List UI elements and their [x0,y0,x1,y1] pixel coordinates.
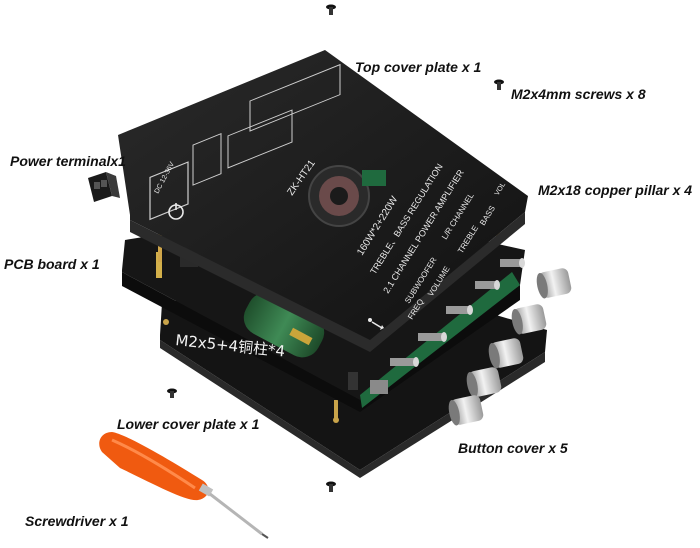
screws-label: M2x4mm screws x 8 [511,86,646,102]
top-cover-plate: ZK-HT21 160W*2+220W TREBLE、BASS REGULATI… [118,50,528,352]
vent-grille [308,165,386,227]
knob-cover-4 [466,367,502,398]
button-covers [448,268,572,426]
screwdriver [99,432,269,539]
screw-bottom [326,481,336,492]
usb-icon [368,318,384,330]
power-terminal [88,172,120,202]
button-cover-label: Button cover x 5 [458,440,568,456]
knob-cover-3 [488,338,524,369]
knob-cover-2 [511,304,547,335]
knob-cover-1 [536,268,572,299]
screw-lower-left [167,388,177,398]
knob-cover-5 [448,395,484,426]
power-icon [168,203,184,220]
capacitor [243,292,325,358]
screwdriver-label: Screwdriver x 1 [25,513,129,529]
copper-pillar-label: M2x18 copper pillar x 4 [538,182,693,198]
power-terminal-label: Power terminalx1 [10,153,126,169]
lower-cover-label: Lower cover plate x 1 [117,416,260,432]
screw-right [494,79,504,90]
potentiometer-shafts [390,258,525,367]
screw-top [326,4,336,15]
top-cover-label: Top cover plate x 1 [355,59,482,75]
pcb-board-label: PCB board x 1 [4,256,100,272]
